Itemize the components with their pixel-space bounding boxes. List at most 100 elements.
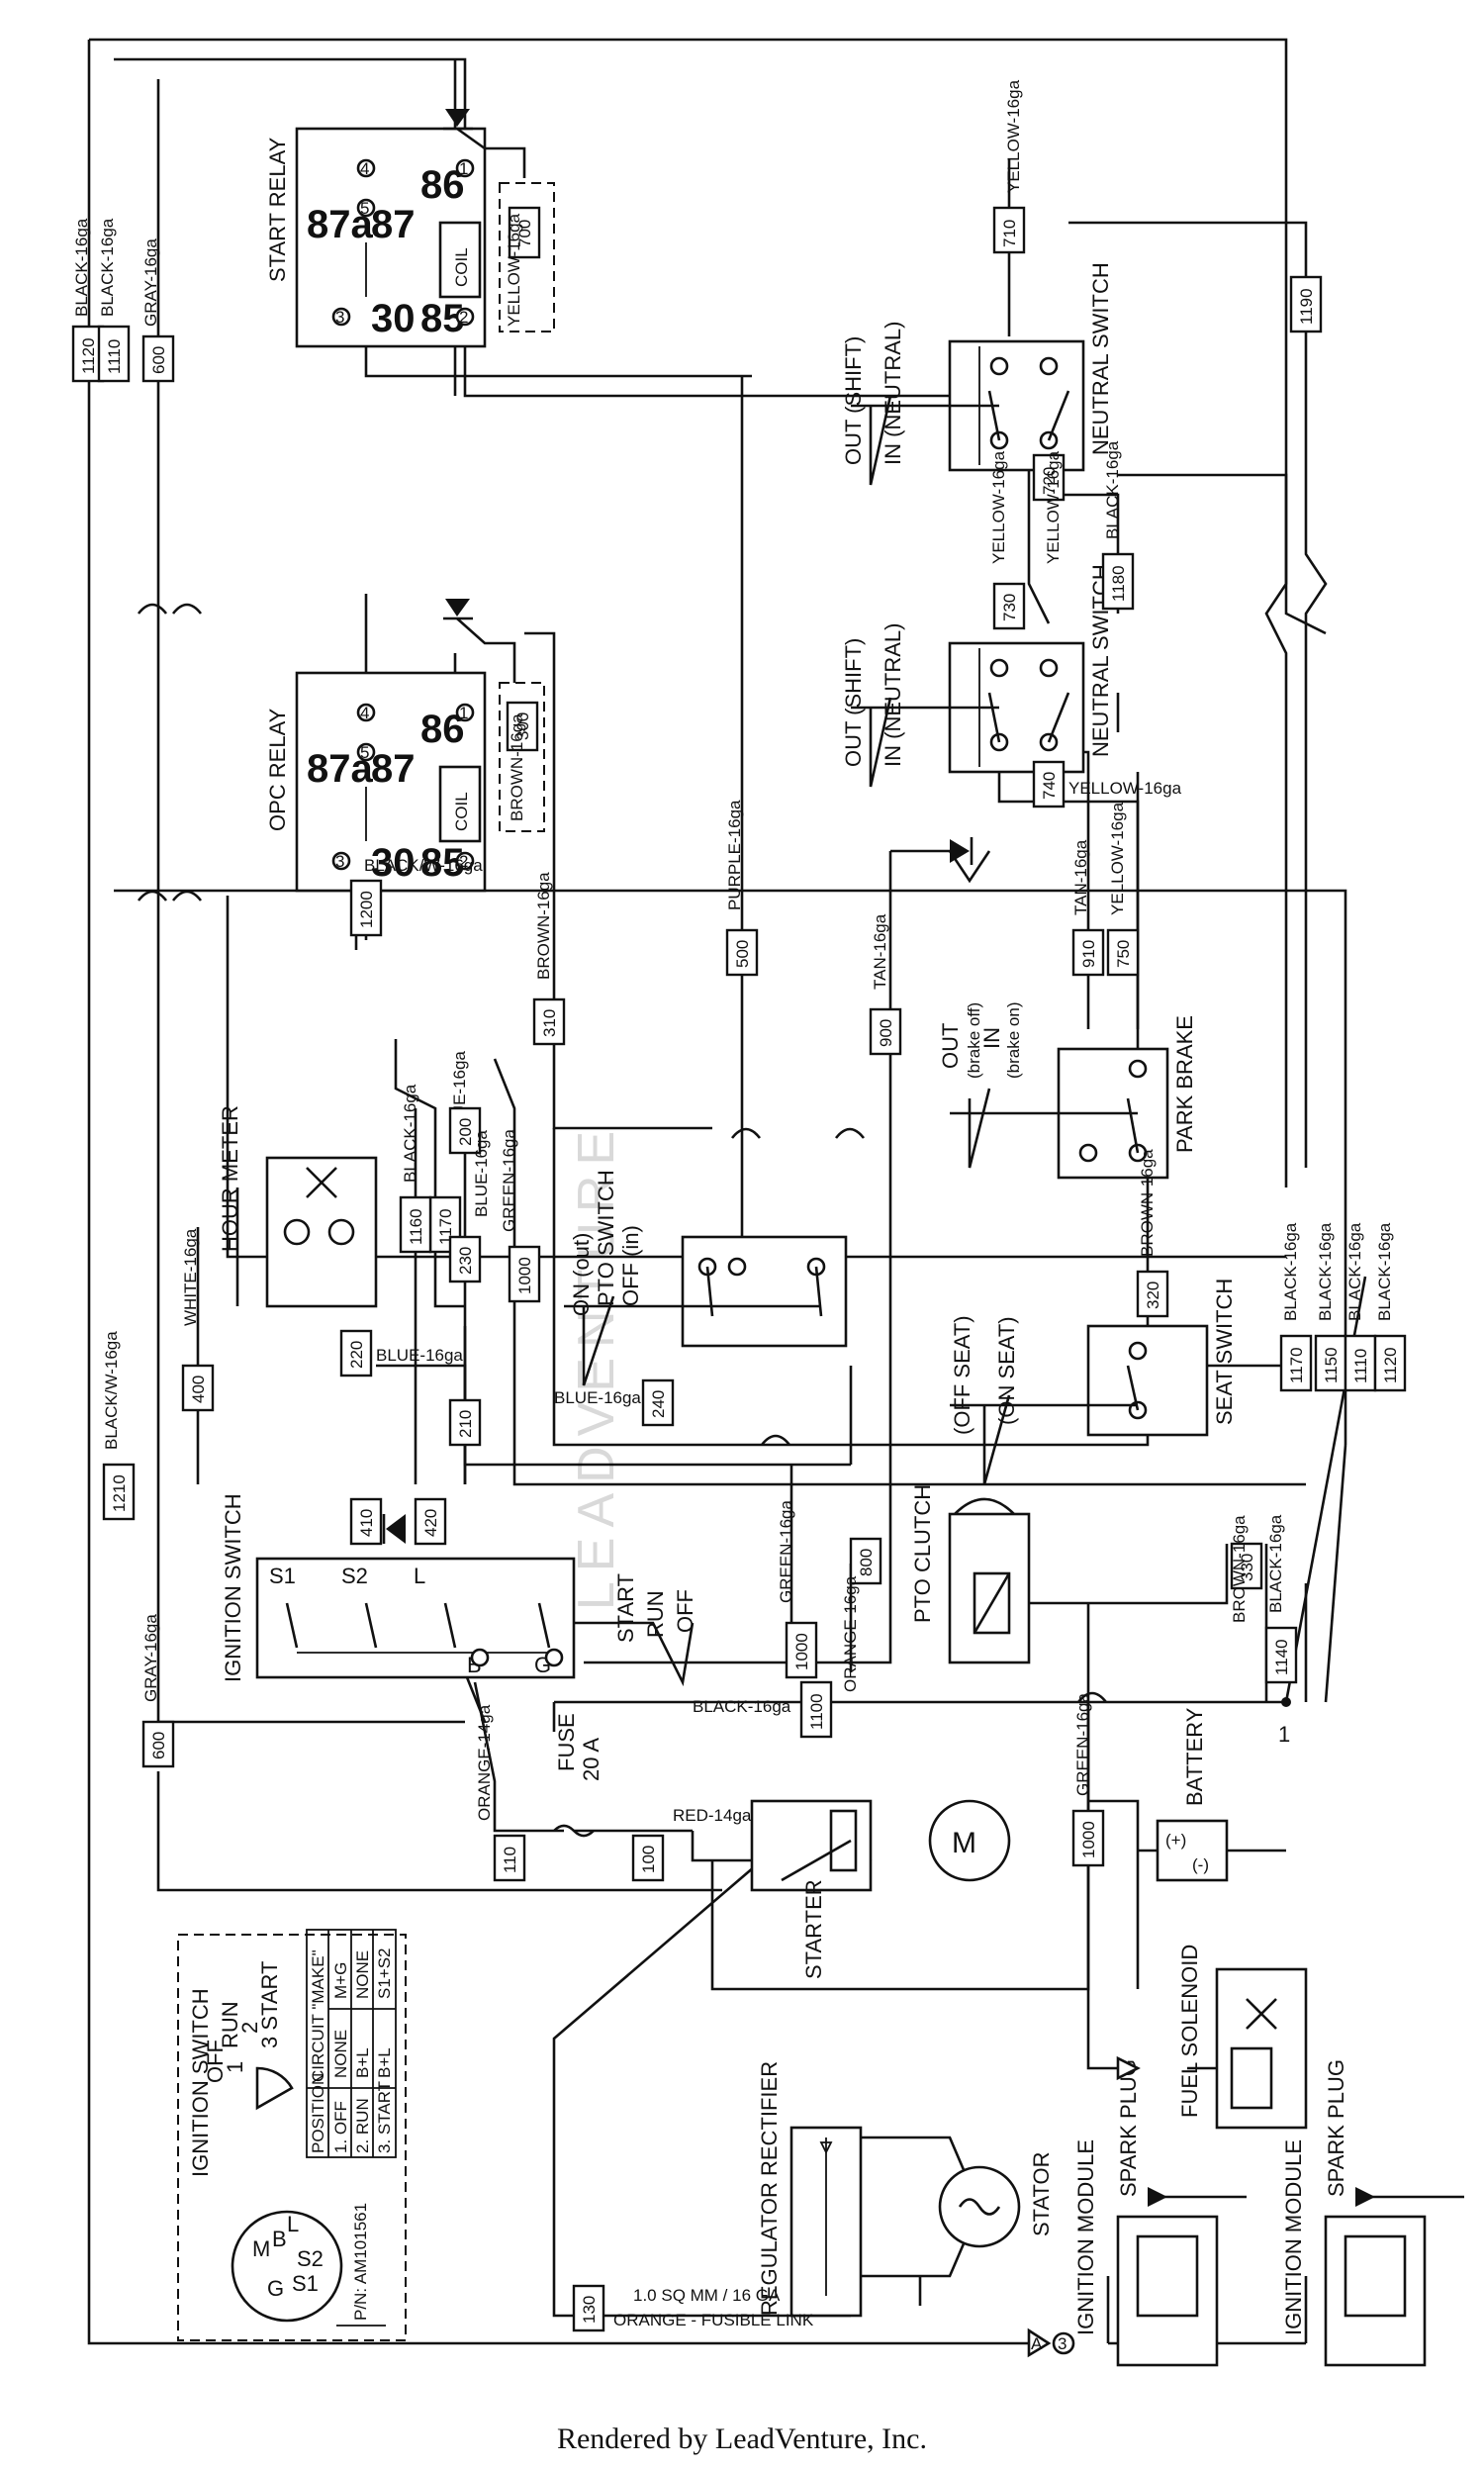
wire-tag-410: 410 [349,1497,383,1546]
svg-text:240: 240 [649,1390,668,1418]
pto-switch: ON (out) PTO SWITCH OFF (in) [564,1170,848,1386]
svg-text:OUT (SHIFT): OUT (SHIFT) [841,638,866,767]
svg-text:NEUTRAL SWITCH: NEUTRAL SWITCH [1088,262,1113,455]
svg-text:5: 5 [360,743,369,762]
svg-text:100: 100 [639,1846,658,1873]
legend-terminals: M B L S2 S1 G [252,2212,324,2301]
svg-text:4: 4 [360,704,369,722]
wire-tag-750: 750 YELLOW-16ga [1106,802,1140,977]
ignition-module-2: IGNITION MODULE [1281,2139,1427,2367]
watermark: LEADVENTURE [568,1121,625,1610]
svg-text:3: 3 [335,852,344,871]
wire-tag-420: 420 [414,1497,447,1546]
svg-text:LEADVENTURE: LEADVENTURE [568,1121,625,1610]
svg-text:OUT (SHIFT): OUT (SHIFT) [841,336,866,465]
svg-text:OFF: OFF [203,2040,228,2083]
svg-text:4: 4 [360,159,369,178]
svg-text:GREEN-16ga: GREEN-16ga [500,1129,518,1232]
connector-a: A [1027,2055,1141,2358]
ground-point-3: 3 [1052,2331,1075,2355]
neutral-switch-lower: NEUTRAL SWITCH OUT (SHIFT) IN (NEUTRAL) [841,564,1113,788]
svg-text:1150: 1150 [1322,1347,1341,1383]
svg-text:ORANGE-16ga: ORANGE-16ga [841,1575,860,1692]
svg-text:IN: IN [979,1027,1004,1049]
svg-text:2. RUN: 2. RUN [353,2098,372,2153]
svg-text:BLACK-16ga: BLACK-16ga [693,1697,791,1716]
svg-text:BATTERY: BATTERY [1182,1707,1207,1806]
svg-text:1000: 1000 [1079,1821,1098,1858]
svg-text:S1+S2: S1+S2 [375,1948,394,1999]
svg-text:900: 900 [877,1019,895,1047]
svg-text:730: 730 [1000,594,1019,621]
wire-tag-1170-black: 1170 BLACK-16ga [1279,1222,1313,1392]
svg-text:OFF: OFF [673,1589,697,1633]
svg-text:BLACK-16ga: BLACK-16ga [1266,1514,1285,1613]
wire-tag-720: 720 YELLOW-16ga YELLOW-16ga [989,450,1066,564]
svg-text:L: L [287,2212,299,2236]
wire-tag-1000-ign: 1000 GREEN-16ga [777,1500,818,1679]
svg-text:1: 1 [459,704,468,722]
svg-text:P/N: AM101561: P/N: AM101561 [351,2203,370,2321]
svg-text:G: G [267,2276,284,2301]
svg-text:START: START [613,1573,638,1643]
ignition-module-1: IGNITION MODULE [1073,2139,1219,2367]
wire-tag-1190: 1190 [1289,275,1323,333]
svg-text:IGNITION SWITCH: IGNITION SWITCH [221,1493,245,1682]
svg-text:FUSE: FUSE [554,1713,579,1771]
svg-text:BROWN-16ga: BROWN-16ga [534,872,553,980]
svg-text:2: 2 [237,2022,262,2034]
svg-text:1120: 1120 [79,337,98,374]
svg-text:700: 700 [515,220,534,247]
wire-tag-240: 240 BLUE-16ga [554,1378,675,1427]
wire-tag-110: 110 ORANGE-14ga [475,1704,526,1882]
svg-text:1180: 1180 [1109,565,1128,602]
ignition-diode [382,1514,406,1544]
ground-point-1: 1 [1278,1697,1291,1747]
svg-text:1190: 1190 [1297,288,1316,325]
svg-text:1: 1 [1278,1722,1290,1747]
wire-tag-500: 500 PURPLE-16ga [725,800,759,977]
wire-tag-800: 800 ORANGE-16ga [841,1537,882,1692]
svg-text:YELLOW-16ga: YELLOW-16ga [989,450,1008,564]
wire-tag-1110: 1110 BLACK-16ga [97,218,131,383]
battery: (+) (-) BATTERY [1156,1707,1286,1882]
svg-text:1120: 1120 [1381,1347,1400,1383]
svg-text:YELLOW-16ga: YELLOW-16ga [1068,779,1182,798]
svg-text:YELLOW-16ga: YELLOW-16ga [1004,79,1023,193]
svg-text:ON (out): ON (out) [569,1233,594,1316]
svg-text:RED-14ga: RED-14ga [673,1806,752,1825]
svg-text:BROWN-16ga: BROWN-16ga [1138,1149,1157,1257]
svg-text:210: 210 [456,1410,475,1438]
svg-text:S1: S1 [269,1564,296,1588]
svg-text:NONE: NONE [353,1950,372,1999]
svg-text:STATOR: STATOR [1029,2151,1054,2236]
wire-tag-1110-black: 1110 BLACK-16ga [1344,1222,1377,1392]
svg-text:BLACK-16ga: BLACK-16ga [1375,1222,1394,1321]
wire-tag-220: 220 BLUE-16ga [339,1329,463,1378]
svg-text:420: 420 [421,1509,440,1537]
wire-tag-1140: 1140 BLACK-16ga [1264,1514,1298,1684]
svg-text:NONE: NONE [331,2030,350,2078]
wire-tag-1150: 1150 BLACK-16ga [1314,1222,1347,1392]
svg-text:230: 230 [456,1247,475,1275]
svg-text:BLUE-16ga: BLUE-16ga [472,1130,491,1217]
svg-text:BROWN-16ga: BROWN-16ga [1230,1515,1249,1623]
wire-tag-600-gray: 600 GRAY-16ga [141,1614,175,1768]
svg-text:GREEN-16ga: GREEN-16ga [1073,1693,1092,1796]
svg-text:COIL: COIL [452,247,471,287]
svg-text:320: 320 [1144,1282,1162,1309]
wire-tag-740: 740 YELLOW-16ga [1032,760,1182,808]
svg-text:500: 500 [733,940,752,968]
svg-text:330: 330 [1238,1554,1256,1581]
svg-text:BLUE-16ga: BLUE-16ga [554,1388,641,1407]
fuse: FUSE 20 A [553,1713,603,1838]
wire-tag-910: 910 TAN-16ga [1071,839,1105,977]
park-brake-diode [950,837,974,865]
svg-text:SEAT SWITCH: SEAT SWITCH [1212,1279,1237,1425]
svg-text:600: 600 [149,1732,168,1759]
svg-text:RUN: RUN [218,2001,242,2048]
svg-text:CIRCUIT "MAKE": CIRCUIT "MAKE" [309,1949,327,2082]
svg-text:GRAY-16ga: GRAY-16ga [141,1614,160,1702]
svg-text:S2: S2 [341,1564,368,1588]
